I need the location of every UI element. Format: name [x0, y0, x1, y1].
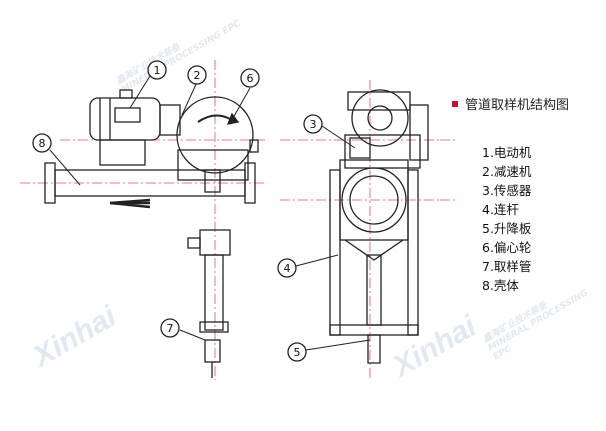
centerlines — [20, 60, 458, 380]
legend-item: 6.偏心轮 — [482, 240, 532, 255]
pipe-body — [44, 149, 256, 204]
legend-item: 7.取样管 — [482, 259, 532, 274]
callout-4: 4 — [284, 262, 291, 275]
side-view — [329, 89, 429, 364]
legend-item: 8.壳体 — [482, 278, 519, 293]
bullet-icon — [452, 100, 458, 107]
motor — [89, 89, 181, 166]
callout-2: 2 — [194, 69, 201, 82]
legend-item: 3.传感器 — [482, 183, 532, 198]
callout-7: 7 — [167, 322, 174, 335]
title-text: 管道取样机结构图 — [465, 98, 570, 113]
legend: 1.电动机 2.减速机 3.传感器 4.连杆 5.升降板 6.偏心轮 7.取样管… — [482, 143, 531, 295]
legend-item: 2.减速机 — [482, 164, 532, 179]
legend-item: 1.电动机 — [482, 145, 532, 160]
diagram-title: 管道取样机结构图 — [452, 94, 569, 113]
eccentric-wheel — [176, 96, 259, 174]
leader-lines — [49, 75, 371, 351]
connecting-rod — [187, 169, 231, 378]
legend-item: 5.升降板 — [482, 221, 532, 236]
callout-1: 1 — [154, 64, 161, 77]
callout-3: 3 — [310, 118, 317, 131]
callout-circles — [32, 60, 323, 362]
callout-5: 5 — [294, 346, 301, 359]
callout-6: 6 — [247, 72, 254, 85]
callout-8: 8 — [39, 137, 46, 150]
legend-item: 4.连杆 — [482, 202, 519, 217]
